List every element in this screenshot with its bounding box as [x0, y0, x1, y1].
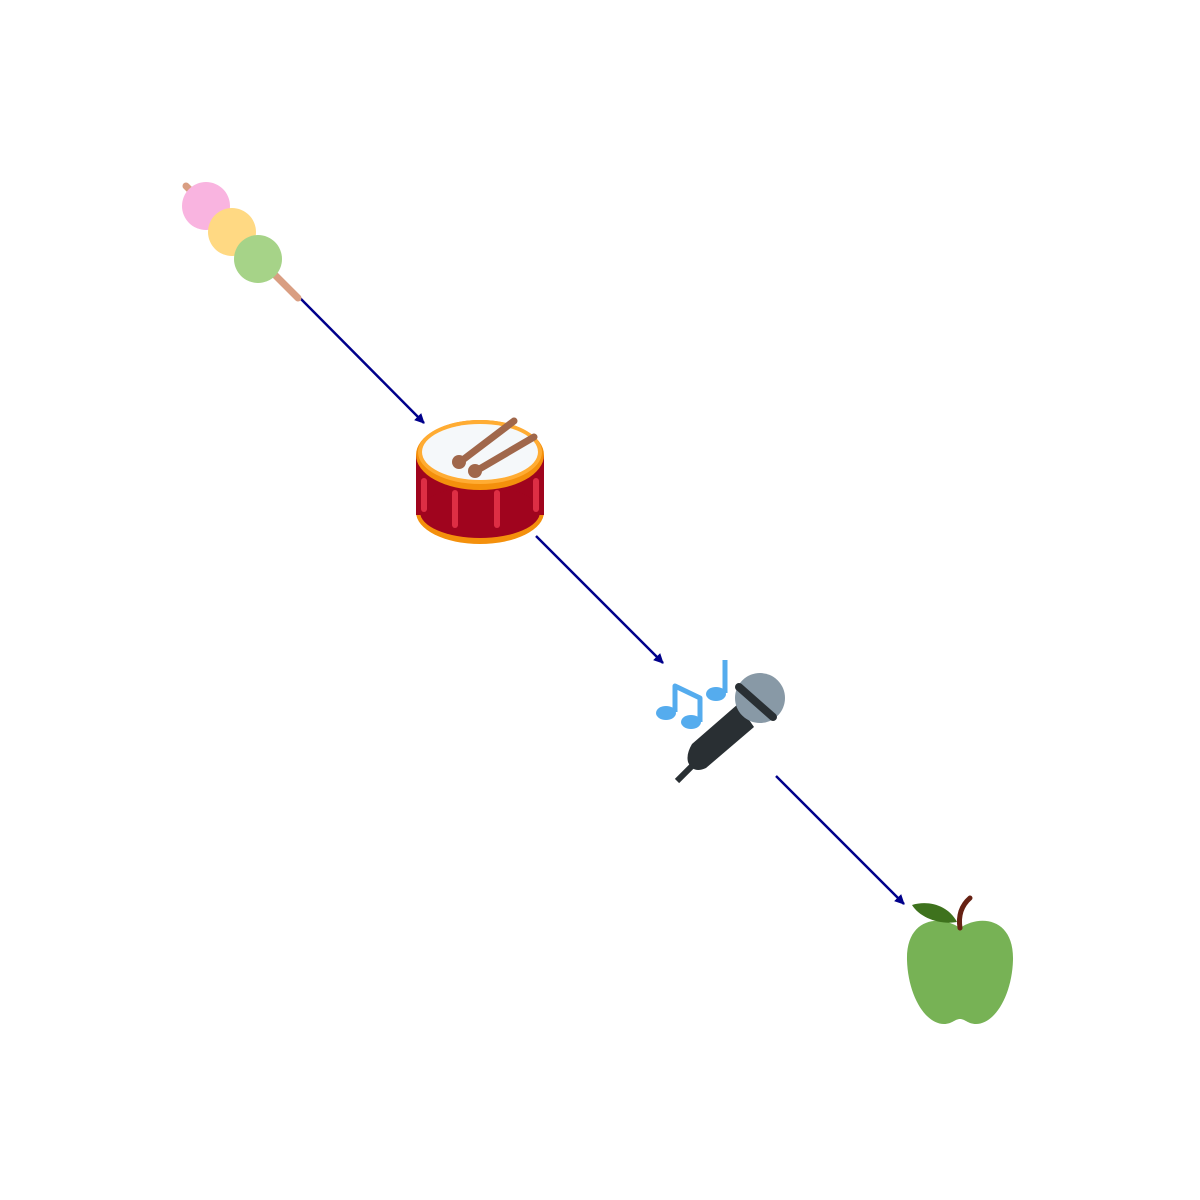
dango-icon [182, 182, 302, 302]
drum-icon [416, 417, 544, 544]
edge-microphone-to-apple [775, 775, 905, 905]
edges [299, 297, 905, 905]
green-apple-icon [906, 895, 1014, 1024]
edge-dango-to-drum [299, 297, 425, 424]
edge-drum-to-microphone [535, 535, 664, 664]
music-notes-icon [656, 660, 728, 729]
microphone-music-icon [656, 660, 785, 784]
